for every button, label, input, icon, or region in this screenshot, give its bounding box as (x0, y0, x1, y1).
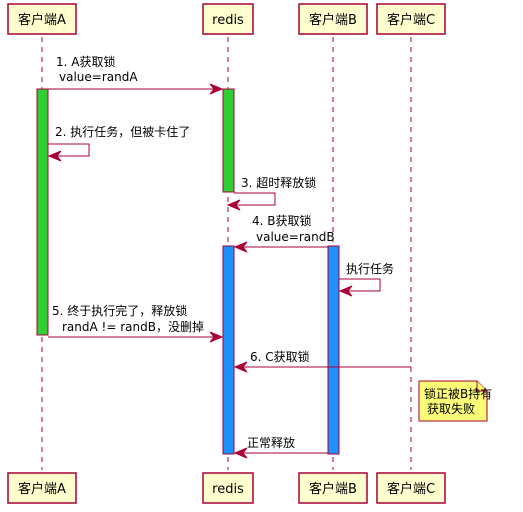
arrowhead (209, 331, 224, 343)
message-5: 执行任务 (338, 261, 394, 297)
participant-client-c-bottom: 客户端C (376, 472, 446, 504)
message-label-line: 1. A获取锁 (56, 54, 115, 69)
message-6: 5. 终于执行完了，释放锁 randA != randB，没删掉 (48, 303, 224, 343)
participant-label: redis (212, 482, 244, 497)
arrowhead (233, 361, 248, 373)
message-label-line: 5. 终于执行完了，释放锁 (52, 303, 187, 318)
arrowhead (209, 83, 224, 95)
message-label-line: value=randA (59, 70, 138, 84)
note: 锁正被B持有 获取失败 (418, 380, 492, 422)
message-4: 4. B获取锁 value=randB (233, 213, 335, 253)
arrowhead (47, 150, 62, 162)
message-label-line: 正常释放 (247, 435, 295, 450)
participant-label: 客户端A (18, 12, 66, 28)
message-label-line: randA != randB，没删掉 (62, 319, 204, 334)
message-label-line: 3. 超时释放锁 (241, 175, 316, 190)
participant-client-b-bottom: 客户端B (298, 472, 368, 504)
message-label-line: 6. C获取锁 (250, 349, 310, 364)
participant-client-b-top: 客户端B (298, 3, 368, 35)
note-line: 锁正被B持有 (424, 386, 492, 401)
participant-redis-bottom: redis (202, 472, 254, 504)
message-label-line: 2. 执行任务，但被卡住了 (55, 124, 190, 139)
message-label-line: value=randB (256, 230, 335, 244)
message-7: 6. C获取锁 (233, 349, 411, 373)
message-8: 正常释放 (233, 435, 328, 459)
participant-label: 客户端C (387, 481, 435, 497)
message-1: 1. A获取锁 value=randA (48, 54, 224, 95)
participant-label: 客户端A (18, 481, 66, 497)
participant-label: 客户端C (387, 12, 435, 28)
arrowhead (233, 241, 248, 253)
arrowhead (226, 199, 241, 211)
activation-client-a (36, 88, 49, 336)
arrowhead (338, 285, 353, 297)
message-label-line: 执行任务 (346, 261, 394, 276)
participant-label: 客户端B (309, 12, 357, 28)
note-line: 获取失败 (427, 401, 475, 416)
message-2: 2. 执行任务，但被卡住了 (47, 124, 190, 162)
participant-client-a-bottom: 客户端A (7, 472, 77, 504)
activation-redis-a (222, 88, 235, 193)
arrowhead (233, 447, 248, 459)
participant-redis-top: redis (202, 3, 254, 35)
participant-label: redis (212, 13, 244, 28)
activation-client-b (327, 245, 340, 455)
activation-redis-b (222, 245, 235, 455)
participant-client-c-top: 客户端C (376, 3, 446, 35)
participant-client-a-top: 客户端A (7, 3, 77, 35)
message-3: 3. 超时释放锁 (226, 175, 316, 211)
participant-label: 客户端B (309, 481, 357, 497)
message-label-line: 4. B获取锁 (252, 213, 312, 228)
